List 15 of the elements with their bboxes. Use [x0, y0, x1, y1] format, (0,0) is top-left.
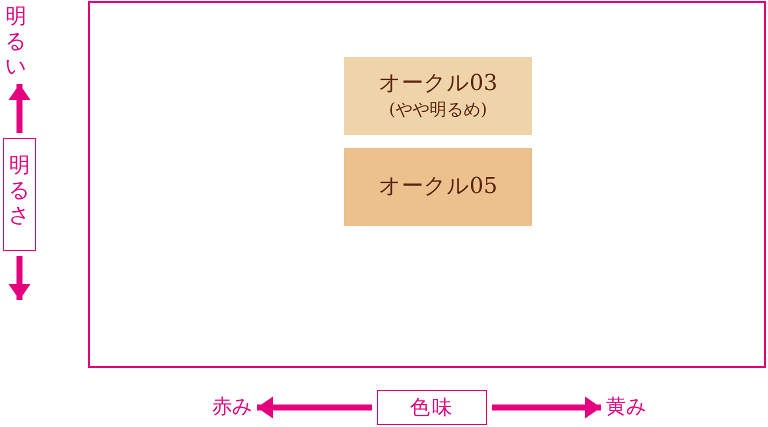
- axis-title-box: 色味: [377, 390, 487, 425]
- axis-title-box: 明るさ: [3, 138, 36, 251]
- axis-label: 黄み: [606, 393, 646, 420]
- color-swatch: [344, 148, 532, 226]
- axis-label: 赤み: [212, 393, 252, 420]
- arrow: [257, 396, 372, 418]
- arrow: [8, 84, 30, 133]
- arrow: [8, 256, 30, 300]
- swatch-label: オークル03: [378, 70, 498, 98]
- axis-label: 明るい: [4, 4, 28, 79]
- swatch-label: オークル05: [378, 173, 498, 201]
- color-swatch: [344, 57, 532, 135]
- chart-frame: [88, 1, 766, 368]
- swatch-label: (やや明るめ): [388, 99, 488, 122]
- arrow: [492, 396, 601, 418]
